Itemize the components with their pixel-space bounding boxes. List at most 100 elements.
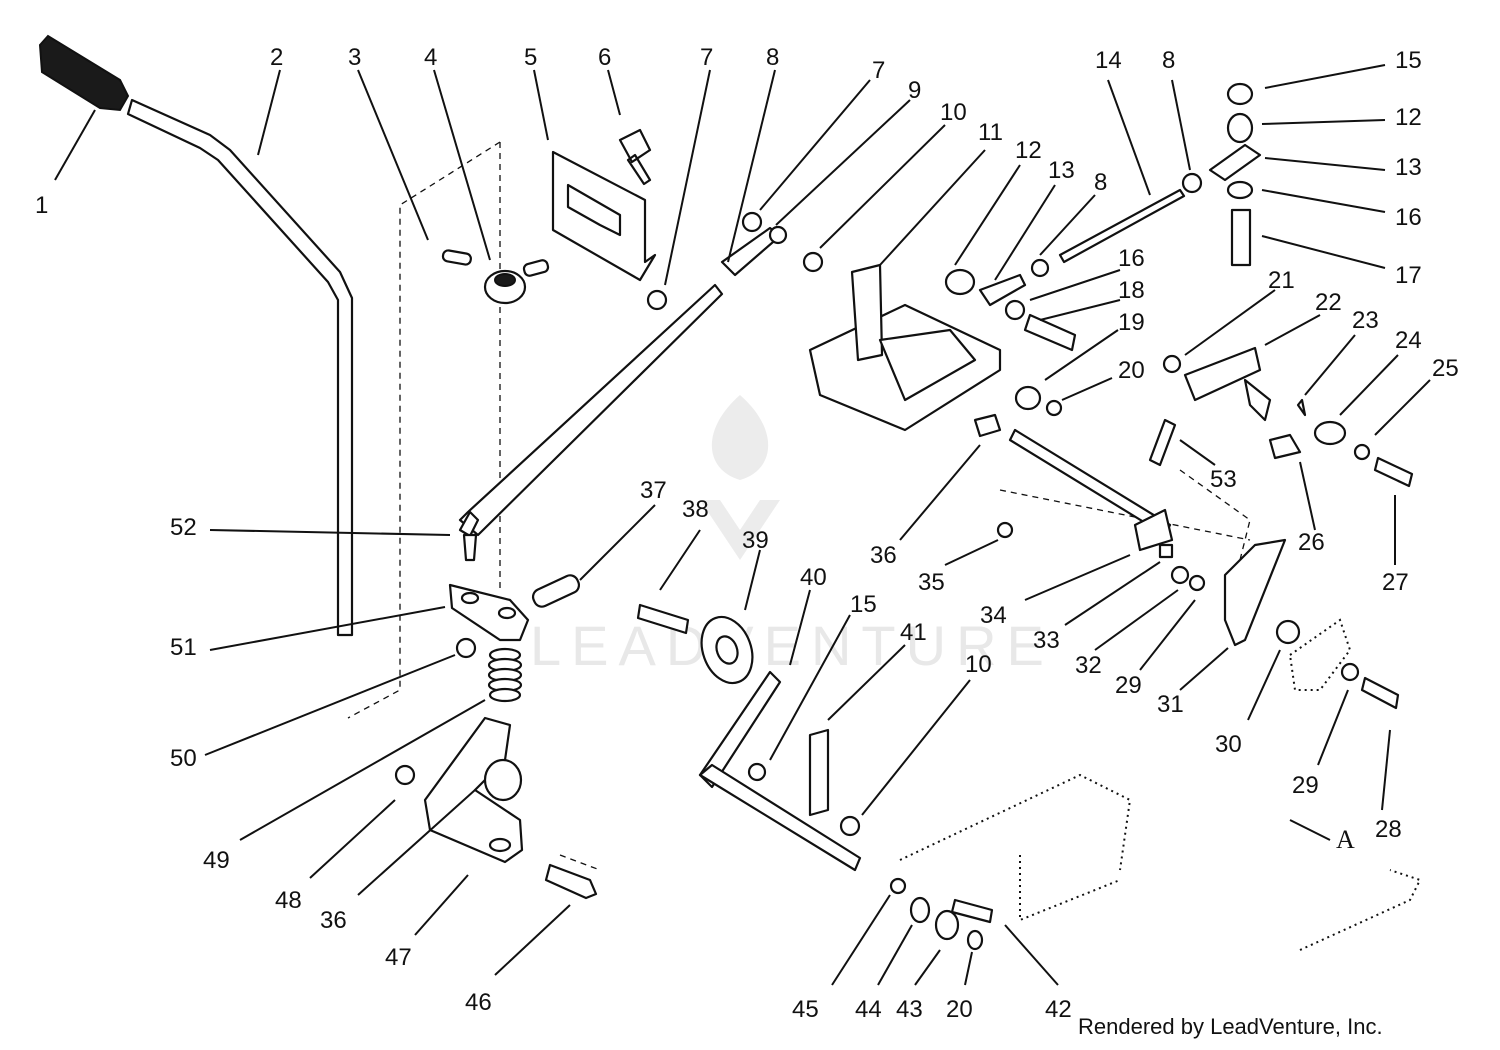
set-screw — [522, 259, 550, 277]
leader-36b — [357, 789, 476, 896]
pin-37 — [531, 574, 581, 608]
callout: 4 — [424, 44, 437, 71]
bracket-slot — [566, 183, 622, 237]
leader-34 — [1024, 554, 1131, 601]
washer-25 — [1353, 443, 1371, 461]
leader-4 — [433, 69, 491, 261]
leader-8c — [1171, 79, 1191, 171]
upper-linkage — [720, 82, 1414, 710]
callout: 42 — [1045, 996, 1072, 1023]
callout: 16 — [1118, 245, 1145, 272]
leader-14 — [1107, 79, 1151, 196]
leader-29b — [1317, 689, 1349, 766]
callout: 35 — [918, 569, 945, 596]
callout: 52 — [170, 514, 197, 541]
callout: 24 — [1395, 327, 1422, 354]
frame-outline-side — [1019, 855, 1121, 922]
spring-53 — [1148, 418, 1177, 467]
callout: 50 — [170, 745, 197, 772]
nut-8c — [1181, 172, 1203, 194]
nut-32 — [1170, 565, 1190, 585]
callout: 20 — [1118, 357, 1145, 384]
washer-20b — [966, 929, 984, 951]
leader-7a — [664, 69, 711, 286]
frame-outline-top — [899, 773, 1132, 871]
callout: 2 — [270, 44, 283, 71]
callout: 36 — [870, 542, 897, 569]
nut-8b — [1030, 258, 1050, 278]
pin-23 — [1296, 398, 1307, 417]
clip-35 — [996, 521, 1014, 539]
leader-12a — [954, 164, 1021, 266]
leader-15a — [1264, 64, 1386, 89]
leader-1 — [54, 109, 96, 181]
construction-lines — [347, 141, 1422, 951]
handle-grip — [38, 34, 130, 112]
spring-41 — [808, 728, 830, 817]
leader-26 — [1299, 461, 1316, 531]
nut-48 — [394, 764, 416, 786]
nut-30 — [1275, 619, 1301, 645]
callout: 28 — [1375, 816, 1402, 843]
bolt-27 — [1373, 456, 1414, 488]
shaft-end-plate — [1133, 508, 1174, 552]
bolt-33 — [1158, 543, 1174, 559]
leader-8a — [727, 69, 776, 263]
leader-47 — [414, 874, 469, 936]
bolt-18 — [1023, 313, 1077, 352]
leader-31 — [1179, 647, 1229, 691]
watermark-v-icon — [700, 500, 780, 560]
leader-49 — [239, 699, 486, 841]
callout: 41 — [900, 619, 927, 646]
leader-48 — [309, 799, 396, 879]
leader-2 — [257, 69, 281, 156]
callout: 20 — [946, 996, 973, 1023]
shift-handle-assembly — [38, 34, 724, 900]
callout: 12 — [1395, 104, 1422, 131]
callout: 3 — [348, 44, 361, 71]
leader-28 — [1381, 729, 1391, 811]
leader-24 — [1339, 354, 1399, 416]
callout: 8 — [1162, 47, 1175, 74]
callout: 10 — [940, 99, 967, 126]
callout: 36 — [320, 907, 347, 934]
leader-11 — [879, 149, 986, 266]
rod-end-13b — [1208, 143, 1262, 182]
idler-arm-40 — [698, 670, 782, 789]
shift-rod — [458, 283, 724, 537]
cross-shaft — [1008, 428, 1172, 537]
pulley-hub — [715, 635, 739, 665]
leader-45 — [831, 894, 891, 986]
leader-33 — [1064, 561, 1161, 626]
callout: 46 — [465, 989, 492, 1016]
idler-shaft — [698, 763, 862, 872]
view-letter: A — [1336, 825, 1355, 854]
leader-29a — [1139, 599, 1196, 671]
callout: 40 — [800, 564, 827, 591]
callout: 15 — [1395, 47, 1422, 74]
leader-20b — [964, 951, 973, 986]
callout: 15 — [850, 591, 877, 618]
link-hole-1 — [460, 591, 480, 605]
nut-7b — [741, 211, 763, 233]
bracket-11-tab — [850, 263, 884, 362]
callout: 16 — [1395, 204, 1422, 231]
bracket-11-inner — [878, 328, 977, 402]
leader-39 — [744, 549, 761, 611]
rod-14 — [1058, 188, 1186, 264]
callout: 8 — [766, 44, 779, 71]
spacer-19 — [1014, 385, 1042, 411]
bolt-52 — [462, 533, 478, 562]
bracket-47 — [423, 716, 524, 864]
bolt-38 — [636, 603, 690, 635]
leader-3 — [357, 69, 429, 241]
callout: 48 — [275, 887, 302, 914]
leader-lines — [54, 64, 1431, 986]
clip-45 — [889, 877, 907, 895]
leader-23 — [1304, 334, 1356, 396]
callout: 19 — [1118, 309, 1145, 336]
dash-line-4 — [1179, 469, 1251, 561]
nut-15 — [1226, 82, 1254, 106]
leader-5 — [533, 69, 549, 141]
leader-7b — [759, 79, 871, 211]
